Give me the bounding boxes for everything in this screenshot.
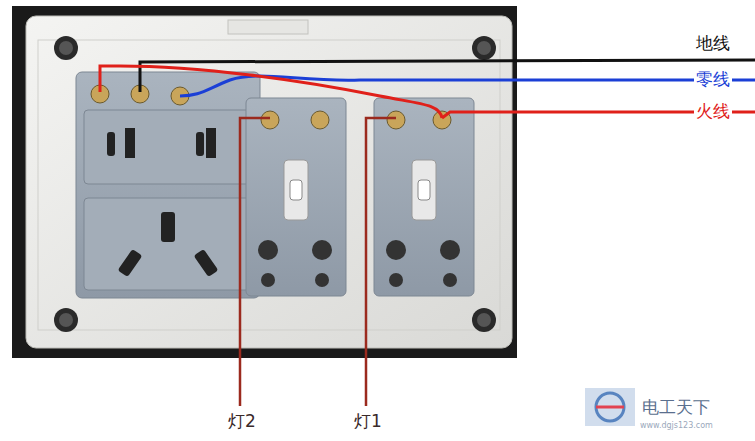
watermark-url: www.dgjs123.com — [640, 422, 713, 431]
lamp-wire — [240, 118, 270, 406]
neutral-wire — [180, 76, 755, 96]
socket-module — [76, 72, 260, 298]
lamp-label: 灯2 — [228, 412, 256, 431]
watermark-text: 电工天下 — [642, 398, 710, 417]
live-label: 火线 — [694, 102, 732, 121]
switch-module — [374, 98, 474, 296]
watermark-logo — [585, 388, 635, 426]
neutral-label: 零线 — [694, 70, 732, 89]
backing — [12, 6, 517, 358]
lamp-wire — [366, 118, 396, 406]
switch-module — [246, 98, 346, 296]
lamp-label: 灯1 — [354, 412, 382, 431]
wall-plate — [26, 16, 512, 348]
live-wire — [100, 66, 442, 118]
ground-wire — [140, 60, 755, 92]
ground-label: 地线 — [694, 34, 732, 53]
